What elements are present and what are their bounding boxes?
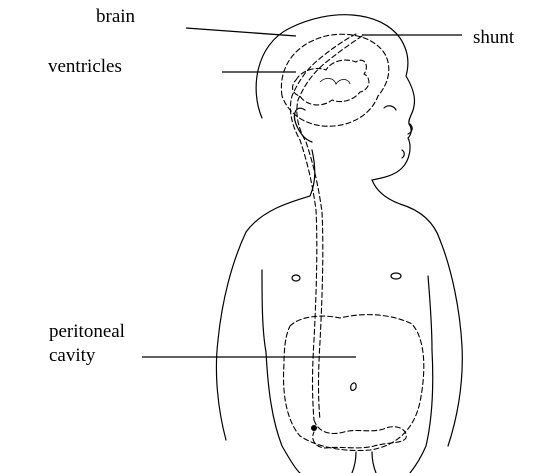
shunt-tip — [311, 425, 317, 431]
shunt-coil — [313, 420, 407, 448]
ventricles-shape — [293, 60, 369, 105]
right-nipple — [391, 273, 401, 279]
left-arm-inner — [262, 270, 266, 352]
ventricles-inner — [320, 78, 350, 84]
shunt-label: shunt — [473, 26, 514, 50]
leg-line — [352, 452, 356, 473]
brain-label: brain — [96, 5, 135, 29]
left-arm — [216, 232, 246, 440]
head-outline — [256, 15, 414, 180]
torso-right — [410, 350, 433, 473]
shunt-tube — [290, 34, 356, 420]
brain-outline — [281, 34, 388, 126]
neck-left — [246, 150, 315, 232]
torso-left — [266, 352, 300, 473]
shunt-tube-parallel — [297, 36, 362, 420]
right-arm — [440, 240, 462, 446]
right-arm-inner — [428, 276, 432, 350]
eye — [384, 106, 396, 110]
leg-line-2 — [372, 452, 376, 473]
peritoneal-cavity-label: peritoneal cavity — [49, 320, 149, 368]
brain-leader-line — [186, 28, 296, 36]
ventricles-label: ventricles — [48, 55, 122, 79]
neck-right — [372, 180, 440, 240]
left-nipple — [292, 275, 300, 281]
mouth — [402, 150, 404, 158]
navel — [351, 383, 356, 391]
